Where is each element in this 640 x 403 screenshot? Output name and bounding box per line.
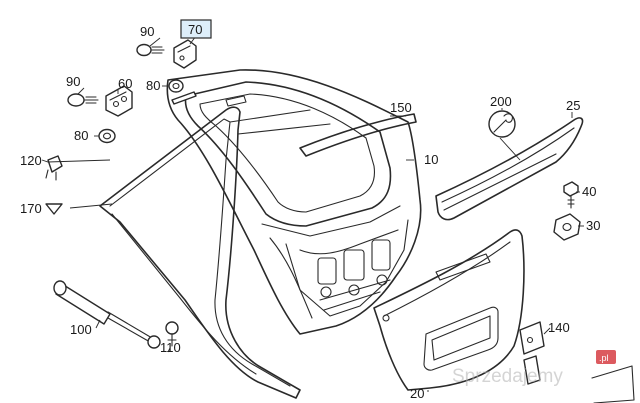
hinge-70: [173, 39, 197, 69]
trim-panel-20: [373, 229, 525, 391]
callout-110: 110: [160, 340, 181, 355]
callout-90-upper: 90: [140, 24, 154, 39]
leader-lines: [41, 35, 584, 392]
callout-140: 140: [548, 320, 570, 335]
ball-pin-110: [165, 321, 179, 347]
callout-170: 170: [20, 201, 42, 216]
clip-120: [45, 155, 63, 181]
hinge-60: [105, 85, 133, 117]
rear-spoiler-25: [435, 117, 584, 221]
callout-80-lower: 80: [74, 128, 88, 143]
bolt-40: [563, 181, 579, 209]
clip-nut-30: [553, 213, 581, 241]
watermark-text: Sprzedajemy: [452, 366, 563, 387]
bracket-140: [519, 321, 545, 385]
bolt-90-lower: [67, 93, 99, 107]
callout-150: 150: [390, 100, 412, 115]
callout-25: 25: [566, 98, 580, 113]
callout-80-upper: 80: [146, 78, 160, 93]
stopper: [171, 91, 197, 105]
spoiler-strip-150: [299, 113, 417, 157]
seal-outer-170: [99, 106, 301, 399]
watermark-badge: [596, 350, 616, 364]
callout-70: 70: [188, 22, 202, 37]
callout-120: 120: [20, 153, 42, 168]
callout-10: 10: [424, 152, 438, 167]
arrow-marker-170: [45, 203, 63, 215]
nut-80-lower: [98, 128, 116, 144]
gas-strut-100: [53, 280, 161, 349]
watermark-badge-text: .pl: [599, 353, 609, 363]
callout-20: 20: [410, 386, 424, 401]
tailgate-10: [166, 69, 422, 335]
wrench-icon: [488, 110, 516, 138]
nut-80-upper: [168, 79, 184, 93]
callout-70-box: [180, 19, 212, 39]
callout-60: 60: [118, 76, 132, 91]
callout-90-lower: 90: [66, 74, 80, 89]
bolt-90-upper: [136, 43, 165, 57]
watermark: Sprzedajemy .pl: [452, 350, 616, 387]
callout-100: 100: [70, 322, 92, 337]
callout-200: 200: [490, 94, 512, 109]
callout-labels: 90 70 90 60 80 80 120 170 150 10 200 25 …: [20, 19, 600, 401]
accessory-panel: [591, 365, 635, 403]
callout-30: 30: [586, 218, 600, 233]
callout-40: 40: [582, 184, 596, 199]
